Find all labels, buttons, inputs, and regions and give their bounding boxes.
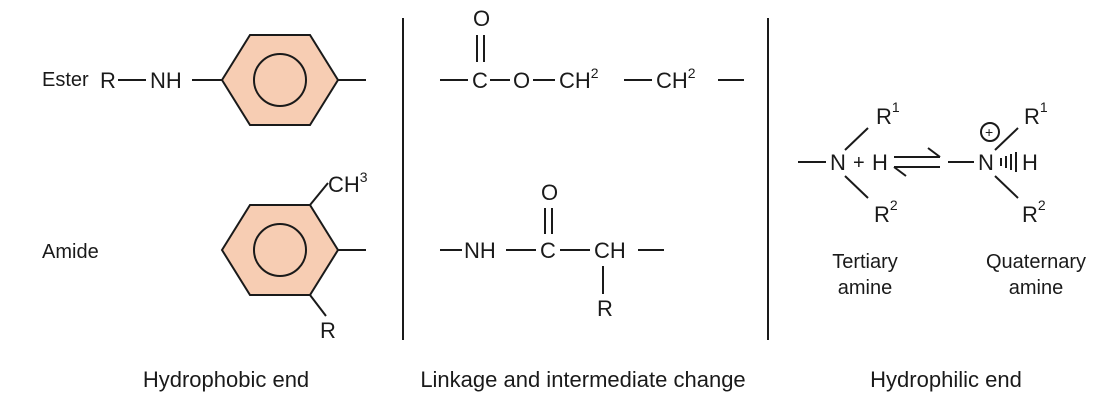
ester-linkage-group: O C O CH2 CH2: [440, 6, 744, 93]
quaternary-amine-label-line-1: Quaternary: [986, 251, 1086, 273]
tertiary-n-r1-bond: [844, 127, 869, 151]
ester-benzene-ring: [220, 34, 340, 126]
ester-carbonyl-c-atom: C: [472, 68, 488, 93]
amide-nh-atom: NH: [464, 238, 496, 263]
caption-linkage: Linkage and intermediate change: [420, 367, 745, 392]
amide-carbonyl-c-atom: C: [540, 238, 556, 263]
amide-carbonyl-o-atom: O: [541, 180, 558, 205]
tertiary-amine-group: R1 N + H R2: [798, 99, 900, 227]
tertiary-plus-sign: +: [853, 152, 865, 174]
ester-ch2-atom-1: CH2: [559, 65, 599, 93]
quaternary-charge-circle: [980, 122, 1000, 142]
ester-carbonyl-o-atom: O: [473, 6, 490, 31]
quaternary-n-r2-bond: [994, 175, 1019, 199]
quaternary-r1-atom: R1: [1024, 99, 1048, 129]
caption-hydrophilic-end: Hydrophilic end: [870, 367, 1022, 392]
tertiary-h-atom: H: [872, 150, 888, 175]
tertiary-n-atom: N: [830, 150, 846, 175]
amide-ring-r-bond: [309, 294, 327, 317]
quaternary-charge-sign: +: [985, 124, 993, 140]
caption-hydrophobic-end: Hydrophobic end: [143, 367, 309, 392]
ester-r-atom: R: [100, 68, 116, 93]
tertiary-amine-label-line-2: amine: [838, 277, 892, 299]
equilibrium-reverse-head: [893, 166, 907, 177]
ester-ring-aromatic-circle: [253, 53, 307, 107]
ester-o-atom: O: [513, 68, 530, 93]
row-label-amide: Amide: [42, 241, 99, 263]
row-label-ester: Ester: [42, 69, 89, 91]
amide-ch3-atom: CH3: [328, 169, 368, 197]
quaternary-n-atom: N: [978, 150, 994, 175]
amide-linkage-r-atom: R: [597, 296, 613, 321]
quaternary-h-atom: H: [1022, 150, 1038, 175]
amide-r-atom: R: [320, 318, 336, 343]
quaternary-r2-atom: R2: [1022, 197, 1046, 227]
tertiary-n-r2-bond: [844, 175, 869, 199]
amide-ring-aromatic-circle: [253, 223, 307, 277]
quaternary-amine-group: + N R1 H R2: [948, 99, 1048, 227]
amide-benzene-ring: [220, 204, 340, 296]
equilibrium-arrow: [893, 147, 941, 177]
tertiary-amine-label-line-1: Tertiary: [832, 251, 898, 273]
tertiary-r1-atom: R1: [876, 99, 900, 129]
amide-ch-atom: CH: [594, 238, 626, 263]
amide-aromatic-group: CH3 R: [220, 169, 368, 343]
amide-ring-ch3-bond: [309, 182, 329, 206]
quaternary-amine-label-line-2: amine: [1009, 277, 1063, 299]
ester-nh-atom: NH: [150, 68, 182, 93]
amide-linkage-group: NH O C CH R: [440, 180, 664, 321]
quaternary-hashed-wedge-bond: [1000, 152, 1017, 172]
quaternary-n-r1-bond: [994, 127, 1019, 151]
tertiary-r2-atom: R2: [874, 197, 898, 227]
equilibrium-forward-head: [927, 147, 941, 158]
ester-aromatic-group: R NH: [100, 34, 366, 126]
ester-ch2-atom-2: CH2: [656, 65, 696, 93]
